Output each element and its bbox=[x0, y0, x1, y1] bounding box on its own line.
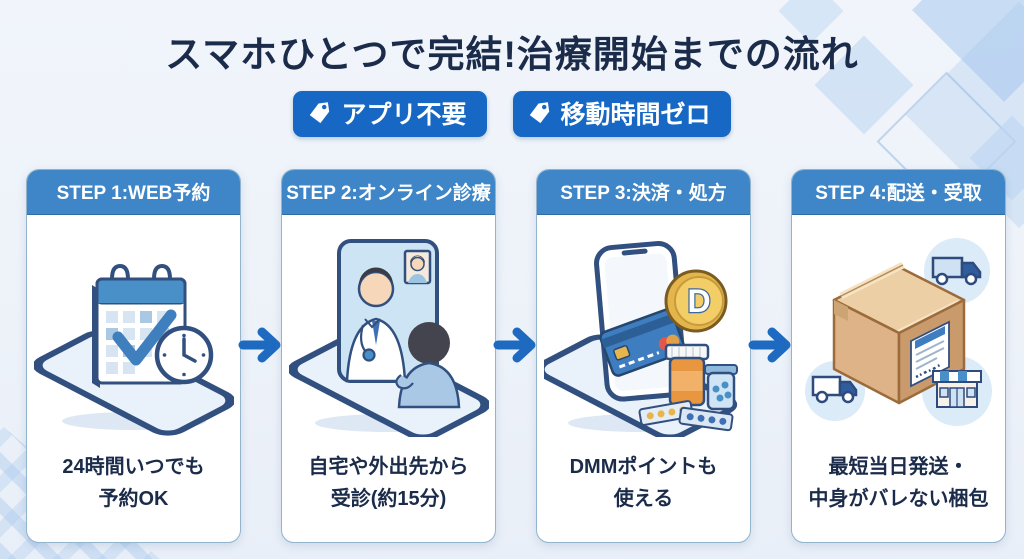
step-caption: 自宅や外出先から 受診(約15分) bbox=[308, 456, 469, 510]
step-caption: 24時間いつでも 予約OK bbox=[62, 456, 205, 510]
badge-zero-travel-time: 移動時間ゼロ bbox=[512, 91, 731, 137]
tag-icon bbox=[307, 101, 331, 125]
step-caption: 最短当日発送・ 中身がバレない梱包 bbox=[808, 456, 989, 510]
step-card-4-delivery-receipt: STEP 4:配送・受取 bbox=[791, 169, 1006, 543]
step-header: STEP 4:配送・受取 bbox=[792, 170, 1005, 215]
badge-label: 移動時間ゼロ bbox=[560, 101, 711, 129]
payment-and-medicine-illustration: D bbox=[537, 215, 750, 447]
package-delivery-illustration bbox=[792, 215, 1005, 447]
badge-no-app: アプリ不要 bbox=[293, 91, 487, 137]
step-header: STEP 1:WEB予約 bbox=[27, 170, 240, 215]
page-title: スマホひとつで完結!治療開始までの流れ bbox=[165, 34, 859, 75]
step-header: STEP 2:オンライン診療 bbox=[282, 170, 495, 215]
step-card-1-web-reservation: STEP 1:WEB予約 bbox=[26, 169, 241, 543]
badge-label: アプリ不要 bbox=[341, 101, 467, 129]
arrow-right-icon bbox=[238, 327, 284, 543]
step-card-3-payment-prescription: STEP 3:決済・処方 bbox=[536, 169, 751, 543]
tag-icon bbox=[527, 101, 551, 125]
point-coin-letter: D bbox=[687, 283, 710, 319]
arrow-right-icon bbox=[493, 327, 539, 543]
step-header: STEP 3:決済・処方 bbox=[537, 170, 750, 215]
doctor-video-call-illustration bbox=[282, 215, 495, 447]
steps-row: STEP 1:WEB予約 bbox=[26, 169, 1006, 543]
feature-badges: アプリ不要 移動時間ゼロ bbox=[0, 91, 1024, 137]
step-card-2-online-consultation: STEP 2:オンライン診療 bbox=[281, 169, 496, 543]
calendar-clock-smartphone-illustration bbox=[27, 215, 240, 447]
arrow-right-icon bbox=[748, 327, 794, 543]
step-caption: DMMポイントも 使える bbox=[569, 456, 718, 510]
